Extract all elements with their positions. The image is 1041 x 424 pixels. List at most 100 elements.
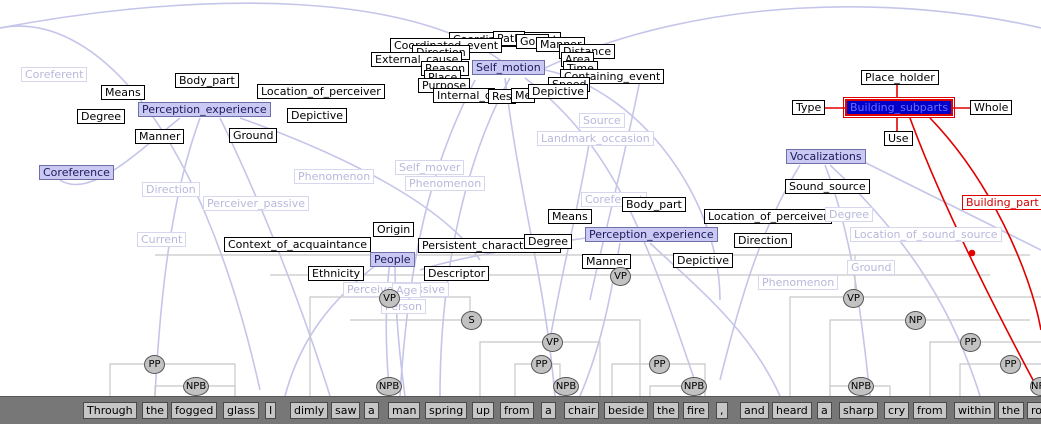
word-a-3[interactable]: a — [817, 402, 832, 419]
fe-location-of-perceiver-2[interactable]: Location_of_perceiver — [704, 209, 832, 224]
word-beside[interactable]: beside — [604, 402, 649, 419]
fe-place-holder[interactable]: Place_holder — [861, 70, 939, 85]
building-part-arc — [929, 117, 1041, 331]
word-cry[interactable]: cry — [884, 402, 910, 419]
fe-location-of-sound-source[interactable]: Location_of_sound_source — [850, 227, 1002, 242]
target-vocalizations[interactable]: Vocalizations — [786, 149, 866, 164]
tree-node-npb-5[interactable]: NPB — [848, 377, 874, 396]
arc-joint — [968, 249, 976, 257]
word-ro[interactable]: ro — [1027, 402, 1041, 419]
fe-phenomenon[interactable]: Phenomenon — [294, 169, 375, 184]
word-within[interactable]: within — [954, 402, 996, 419]
fe-phenomenon-3[interactable]: Phenomenon — [758, 275, 839, 290]
fe-ground-2[interactable]: Ground — [847, 260, 896, 275]
tree-node-npb-2[interactable]: NPB — [376, 377, 402, 396]
word-sharp[interactable]: sharp — [839, 402, 878, 419]
arc-people-1 — [385, 259, 391, 396]
tree-node-npb-4[interactable]: NPB — [681, 377, 707, 396]
word-comma[interactable]: , — [716, 402, 728, 419]
fe-type[interactable]: Type — [792, 100, 826, 115]
word-from-2[interactable]: from — [913, 402, 947, 419]
word-dimly[interactable]: dimly — [290, 402, 329, 419]
fe-descriptor[interactable]: Descriptor — [424, 266, 490, 281]
fe-direction-2[interactable]: Direction — [734, 233, 792, 248]
fe-use[interactable]: Use — [884, 131, 913, 146]
fe-phenomenon-2[interactable]: Phenomenon — [405, 176, 486, 191]
word-glass[interactable]: glass — [223, 402, 260, 419]
target-coreference[interactable]: Coreference — [39, 165, 114, 180]
tree-node-vp-2[interactable]: VP — [542, 333, 563, 352]
tree-node-pp-4[interactable]: PP — [960, 333, 981, 352]
word-heard[interactable]: heard — [772, 402, 812, 419]
word-a-2[interactable]: a — [541, 402, 556, 419]
fe-degree-3[interactable]: Degree — [825, 207, 874, 222]
tree-node-npb[interactable]: NPB — [183, 377, 209, 396]
tree-node-vp-3[interactable]: VP — [610, 267, 631, 286]
fe-ground[interactable]: Ground — [229, 128, 278, 143]
arc-people-2 — [394, 259, 406, 396]
tree-node-s[interactable]: S — [461, 311, 482, 330]
fe-depictive[interactable]: Depictive — [287, 108, 347, 123]
tree-node-pp-2[interactable]: PP — [531, 355, 552, 374]
word-the-2[interactable]: the — [653, 402, 680, 419]
target-perception-experience-top[interactable]: Perception_experience — [138, 102, 271, 117]
word-a[interactable]: a — [364, 402, 379, 419]
fe-landmark-occasion[interactable]: Landmark_occasion — [537, 131, 654, 146]
tree-node-pp-3[interactable]: PP — [649, 355, 670, 374]
word-the-3[interactable]: the — [998, 402, 1025, 419]
word-the[interactable]: the — [142, 402, 169, 419]
fe-means-2[interactable]: Means — [548, 209, 592, 224]
fe-current[interactable]: Current — [137, 232, 187, 247]
tree-node-pp[interactable]: PP — [144, 355, 165, 374]
fe-building-part[interactable]: Building_part — [962, 195, 1041, 210]
target-people[interactable]: People — [370, 252, 415, 267]
word-and[interactable]: and — [740, 402, 769, 419]
word-saw[interactable]: saw — [331, 402, 361, 419]
word-from[interactable]: from — [500, 402, 534, 419]
tree-node-npb-3[interactable]: NPB — [553, 377, 579, 396]
fe-depictive-sm[interactable]: Depictive — [528, 84, 588, 99]
arc-coreferent — [0, 25, 261, 391]
fe-whole[interactable]: Whole — [970, 100, 1013, 115]
word-fogged[interactable]: fogged — [171, 402, 218, 419]
selected-arcs — [822, 85, 1041, 396]
fe-internal-c[interactable]: Internal_c — [433, 88, 495, 103]
fe-origin[interactable]: Origin — [373, 222, 415, 237]
fe-context-of-acquaintance[interactable]: Context_of_acquaintance — [224, 237, 372, 252]
word-fire[interactable]: fire — [683, 402, 709, 419]
fe-ethnicity[interactable]: Ethnicity — [308, 266, 365, 281]
word-up[interactable]: up — [472, 402, 494, 419]
target-building-subparts-selected[interactable]: Building_subparts — [843, 97, 955, 118]
fe-means[interactable]: Means — [101, 85, 145, 100]
fe-depictive-2[interactable]: Depictive — [673, 253, 733, 268]
fe-degree-2[interactable]: Degree — [524, 234, 573, 249]
target-self-motion[interactable]: Self_motion — [472, 60, 545, 75]
fe-source[interactable]: Source — [579, 113, 625, 128]
word-man[interactable]: man — [388, 402, 421, 419]
fe-perceiver-passive[interactable]: Perceiver_passive — [203, 196, 309, 211]
fe-self-mover[interactable]: Self_mover — [395, 160, 465, 175]
word-spring[interactable]: spring — [425, 402, 468, 419]
fe-degree[interactable]: Degree — [77, 109, 126, 124]
fe-coreferent[interactable]: Coreferent — [21, 67, 88, 82]
target-arc — [909, 117, 1041, 396]
target-perception-experience-mid[interactable]: Perception_experience — [585, 227, 718, 242]
fe-manner-2[interactable]: Manner — [582, 254, 632, 269]
s-bracket — [350, 319, 641, 396]
word-i[interactable]: I — [265, 402, 277, 419]
fe-sound-source[interactable]: Sound_source — [785, 179, 870, 194]
tree-node-vp[interactable]: VP — [379, 289, 400, 308]
fe-direction-faint[interactable]: Direction — [142, 182, 200, 197]
tree-node-np[interactable]: NP — [905, 311, 926, 330]
word-chair[interactable]: chair — [564, 402, 600, 419]
tree-node-pp-5[interactable]: PP — [1000, 355, 1021, 374]
arc-self-motion-down — [439, 77, 511, 396]
fe-body-part-2[interactable]: Body_part — [622, 197, 686, 212]
arc-vocal-4 — [859, 159, 1041, 251]
fe-manner[interactable]: Manner — [135, 129, 185, 144]
word-through[interactable]: Through — [83, 402, 137, 419]
fe-location-of-perceiver[interactable]: Location_of_perceiver — [257, 84, 385, 99]
fe-body-part[interactable]: Body_part — [175, 73, 239, 88]
tree-node-vp-4[interactable]: VP — [843, 289, 864, 308]
